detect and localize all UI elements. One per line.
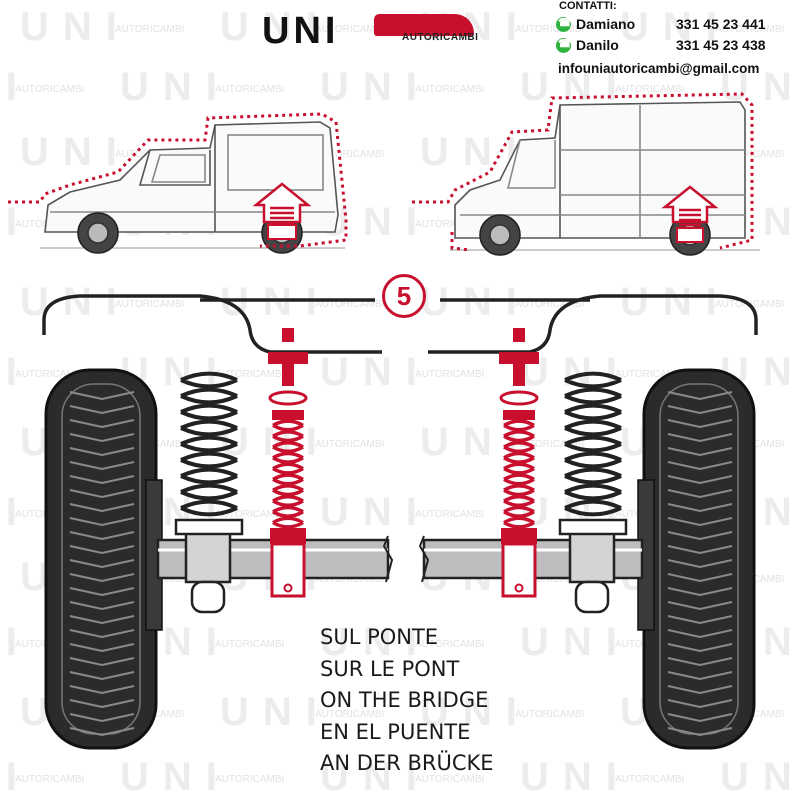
caption-line-it: SUL PONTE <box>320 625 439 649</box>
chassis-left <box>42 294 382 354</box>
left-wheel <box>44 368 163 750</box>
watermark-text: UNI <box>420 280 531 324</box>
watermark-text: UNI <box>620 280 731 324</box>
large-van-spring-arrow <box>661 185 719 243</box>
watermark-text: UNI <box>620 5 731 49</box>
watermark-text: UNI <box>0 65 31 109</box>
watermark-subtitle: AUTORICAMBI <box>315 299 384 310</box>
watermark-subtitle: AUTORICAMBI <box>415 369 484 380</box>
watermark-text: UNI <box>420 130 531 174</box>
watermark-subtitle: AUTORICAMBI <box>715 24 784 35</box>
small-van-spring-arrow <box>252 182 312 240</box>
large-van-outline-dotted <box>412 92 754 250</box>
step-number-badge: 5 <box>382 274 426 318</box>
brand-name: UNI <box>262 10 340 52</box>
watermark-subtitle: AUTORICAMBI <box>315 439 384 450</box>
brand-logo: UNI AUTORICAMBI <box>262 8 482 54</box>
watermark-subtitle: AUTORICAMBI <box>115 299 184 310</box>
watermark-text: UNI <box>320 490 431 534</box>
watermark-text: UNI <box>0 620 31 664</box>
watermark-text: UNI <box>220 690 331 734</box>
watermark-subtitle: AUTORICAMBI <box>515 299 584 310</box>
watermark-text: UNI <box>0 755 31 799</box>
watermark-text: UNI <box>20 5 131 49</box>
watermark-text: UNI <box>520 755 631 799</box>
watermark-text: UNI <box>0 350 31 394</box>
contact-email[interactable]: infouniautoricambi@gmail.com <box>558 61 760 76</box>
right-coil-spring <box>564 371 622 517</box>
watermark-subtitle: AUTORICAMBI <box>315 149 384 160</box>
brand-subtitle: AUTORICAMBI <box>402 32 479 43</box>
watermark-subtitle: AUTORICAMBI <box>15 369 84 380</box>
watermark-text: UNI <box>0 200 31 244</box>
watermark-text: UNI <box>20 130 131 174</box>
watermark-subtitle: AUTORICAMBI <box>15 774 84 785</box>
large-van-lower-dotted <box>450 232 471 252</box>
caption-line-es: EN EL PUENTE <box>320 719 471 744</box>
watermark-subtitle: AUTORICAMBI <box>415 509 484 520</box>
chassis-right <box>428 294 758 354</box>
whatsapp-icon <box>556 37 572 53</box>
watermark-text: UNI <box>120 65 231 109</box>
watermark-subtitle: AUTORICAMBI <box>415 639 484 650</box>
watermark-subtitle: AUTORICAMBI <box>315 709 384 720</box>
watermark-subtitle: AUTORICAMBI <box>415 84 484 95</box>
left-coil-spring <box>180 371 238 517</box>
watermark-subtitle: AUTORICAMBI <box>215 369 284 380</box>
watermark-subtitle: AUTORICAMBI <box>715 149 784 160</box>
watermark-subtitle: AUTORICAMBI <box>415 219 484 230</box>
watermark-text: UNI <box>320 620 431 664</box>
large-van-illustration <box>450 101 760 256</box>
watermark-text: UNI <box>0 490 31 534</box>
caption-line-fr: SUR LE PONT <box>320 656 460 681</box>
watermark-subtitle: AUTORICAMBI <box>515 709 584 720</box>
contact-name: Danilo <box>576 37 619 53</box>
watermark-subtitle: AUTORICAMBI <box>15 84 84 95</box>
watermark-subtitle: AUTORICAMBI <box>515 574 584 585</box>
watermark-text: UNI <box>120 755 231 799</box>
right-helper-spring-kit <box>499 328 539 598</box>
watermark-text: UNI <box>220 280 331 324</box>
watermark-text: UNI <box>520 620 631 664</box>
watermark-text: UNI <box>220 5 331 49</box>
watermark-text: UNI <box>720 755 800 799</box>
watermark-text: UNI <box>420 690 531 734</box>
watermark-subtitle: AUTORICAMBI <box>215 639 284 650</box>
watermark-subtitle: AUTORICAMBI <box>615 774 684 785</box>
watermark-subtitle: AUTORICAMBI <box>415 774 484 785</box>
watermark-text: UNI <box>320 350 431 394</box>
watermark-subtitle: AUTORICAMBI <box>115 24 184 35</box>
caption-line-en: ON THE BRIDGE <box>320 688 489 712</box>
small-van-illustration <box>40 121 345 254</box>
watermark-text: UNI <box>320 755 431 799</box>
caption-line-de: AN DER BRÜCKE <box>320 751 494 775</box>
contacts-panel: CONTATTI: Damiano 331 45 23 441 Danilo 3… <box>556 0 800 80</box>
watermark-subtitle: AUTORICAMBI <box>515 439 584 450</box>
watermark-text: UNI <box>320 65 431 109</box>
contact-phone[interactable]: 331 45 23 438 <box>676 37 766 53</box>
axle <box>156 530 644 614</box>
contact-phone[interactable]: 331 45 23 441 <box>676 16 766 32</box>
watermark-text: UNI <box>20 280 131 324</box>
contact-name: Damiano <box>576 16 636 32</box>
brand-car-icon <box>374 14 474 36</box>
whatsapp-icon <box>556 16 572 32</box>
watermark-subtitle: AUTORICAMBI <box>215 509 284 520</box>
watermark-text: UNI <box>520 65 631 109</box>
watermark-text: UNI <box>420 420 531 464</box>
watermark-subtitle: AUTORICAMBI <box>215 774 284 785</box>
diagram-caption: SUL PONTE SUR LE PONT ON THE BRIDGE EN E… <box>320 622 494 780</box>
watermark-subtitle: AUTORICAMBI <box>215 84 284 95</box>
contacts-title: CONTATTI: <box>559 0 617 12</box>
watermark-subtitle: AUTORICAMBI <box>615 84 684 95</box>
watermark-subtitle: AUTORICAMBI <box>515 24 584 35</box>
left-helper-spring-kit <box>268 328 308 598</box>
watermark-subtitle: AUTORICAMBI <box>315 24 384 35</box>
watermark-subtitle: AUTORICAMBI <box>315 574 384 585</box>
right-wheel <box>637 368 756 750</box>
watermark-subtitle: AUTORICAMBI <box>615 369 684 380</box>
